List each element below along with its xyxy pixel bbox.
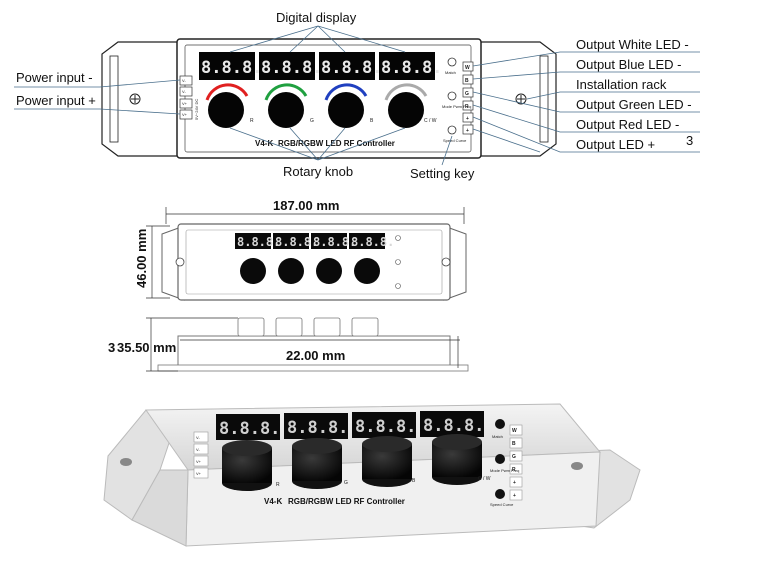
label-power-input-pos: Power input + bbox=[16, 93, 96, 108]
top-out-plus1: + bbox=[466, 116, 469, 122]
top-rotary-knobs: R G B C / W bbox=[205, 83, 437, 128]
match-button[interactable] bbox=[447, 57, 457, 67]
knob-label-g: G bbox=[310, 118, 314, 124]
label-rotary-knob: Rotary knob bbox=[283, 164, 353, 179]
callout-lines bbox=[14, 25, 700, 166]
label-digital-display: Digital display bbox=[276, 10, 357, 25]
photo-out-plus1: + bbox=[513, 480, 516, 486]
mid-display-2: 8.8.8. bbox=[275, 235, 318, 249]
top-out-b: B bbox=[465, 78, 469, 84]
top-power-terminals: V- V- V+ V+ 5V~24V DC bbox=[179, 75, 199, 120]
top-terminal-v2: V- bbox=[182, 89, 186, 94]
top-terminal-v3: V+ bbox=[182, 101, 188, 106]
photo-out-b: B bbox=[512, 441, 516, 447]
knob-label-r: R bbox=[250, 118, 254, 124]
stray-mark: 3 bbox=[686, 133, 693, 148]
photo-out-plus2: + bbox=[513, 493, 516, 499]
label-power-input-neg: Power input - bbox=[16, 70, 93, 85]
photo-model: V4-K bbox=[264, 497, 282, 506]
label-output-blue: Output Blue LED - bbox=[576, 57, 682, 72]
dim-width: 187.00 mm bbox=[273, 198, 340, 213]
knob-cw[interactable] bbox=[388, 92, 424, 128]
photo-display-4: 8.8.8. bbox=[423, 416, 484, 436]
dim-depth-body: 22.00 mm bbox=[286, 348, 345, 363]
top-out-g: G bbox=[465, 91, 469, 97]
knob-g[interactable] bbox=[268, 92, 304, 128]
photo-terminal-v2: V- bbox=[196, 447, 200, 452]
speed-button[interactable] bbox=[447, 125, 457, 135]
dim-depth-total: 35.50 mm bbox=[117, 340, 176, 355]
label-output-white: Output White LED - bbox=[576, 37, 689, 52]
top-product-title: RGB/RGBW LED RF Controller bbox=[278, 139, 395, 148]
label-output-red: Output Red LED - bbox=[576, 117, 679, 132]
top-model-label: V4-K bbox=[255, 139, 273, 148]
top-power-range: 5V~24V DC bbox=[194, 99, 199, 120]
product-photo: 8.8.8. 8.8.8. 8.8.8. 8.8.8. R G B C / W … bbox=[103, 403, 641, 547]
photo-knob-r: R bbox=[276, 482, 280, 488]
display-2: 8.8.8. bbox=[261, 58, 322, 78]
top-out-w: W bbox=[465, 65, 470, 71]
top-btn-match: Match bbox=[445, 70, 456, 75]
mid-display-4: 8.8.8. bbox=[351, 235, 394, 249]
photo-knob-g: G bbox=[344, 480, 348, 486]
knob-r[interactable] bbox=[208, 92, 244, 128]
mid-display-3: 8.8.8. bbox=[313, 235, 356, 249]
photo-terminal-v3: V+ bbox=[196, 459, 202, 464]
label-output-green: Output Green LED - bbox=[576, 97, 692, 112]
mid-display-1: 8.8.8. bbox=[237, 235, 280, 249]
photo-display-3: 8.8.8. bbox=[355, 417, 416, 437]
dim-height: 46.00 mm bbox=[134, 229, 149, 288]
display-3: 8.8.8. bbox=[321, 58, 382, 78]
photo-knob-cw: C / W bbox=[478, 476, 491, 482]
photo-btn-mode: Mode Pwm Freq bbox=[490, 468, 519, 473]
knob-b[interactable] bbox=[328, 92, 364, 128]
top-terminal-v1: V- bbox=[182, 78, 186, 83]
top-btn-speed: Speed Curve bbox=[443, 138, 467, 143]
label-setting-key: Setting key bbox=[410, 166, 475, 181]
top-out-r: R bbox=[465, 104, 469, 110]
dimension-side-view bbox=[146, 317, 469, 372]
photo-out-r: R bbox=[512, 467, 516, 473]
top-terminal-v4: V+ bbox=[182, 112, 188, 117]
photo-knob-b: B bbox=[412, 478, 416, 484]
photo-out-g: G bbox=[512, 454, 516, 460]
top-btn-mode: Mode Pwm Freq bbox=[442, 104, 471, 109]
photo-display-1: 8.8.8. bbox=[219, 419, 280, 439]
knob-label-cw: C / W bbox=[424, 118, 437, 124]
display-4: 8.8.8. bbox=[381, 58, 442, 78]
photo-terminal-v4: V+ bbox=[196, 471, 202, 476]
top-out-plus2: + bbox=[466, 128, 469, 134]
photo-out-w: W bbox=[512, 428, 517, 434]
photo-btn-match: Match bbox=[492, 434, 503, 439]
photo-display-2: 8.8.8. bbox=[287, 418, 348, 438]
photo-title: RGB/RGBW LED RF Controller bbox=[288, 497, 405, 506]
photo-terminal-v1: V- bbox=[196, 435, 200, 440]
label-installation-rack: Installation rack bbox=[576, 77, 667, 92]
mode-button[interactable] bbox=[447, 91, 457, 101]
dimension-front-view: 8.8.8. 8.8.8. 8.8.8. 8.8.8. bbox=[146, 207, 467, 301]
top-output-terminals: W B G R + + Match Mode Pwm Freq Speed Cu… bbox=[442, 57, 474, 143]
display-1: 8.8.8. bbox=[201, 58, 262, 78]
dim-depth-prefix: 3 bbox=[108, 340, 115, 355]
label-output-led-pos: Output LED + bbox=[576, 137, 655, 152]
top-digital-displays: 8.8.8. 8.8.8. 8.8.8. 8.8.8. bbox=[199, 52, 442, 80]
knob-label-b: B bbox=[370, 118, 374, 124]
photo-btn-speed: Speed Curve bbox=[490, 502, 514, 507]
